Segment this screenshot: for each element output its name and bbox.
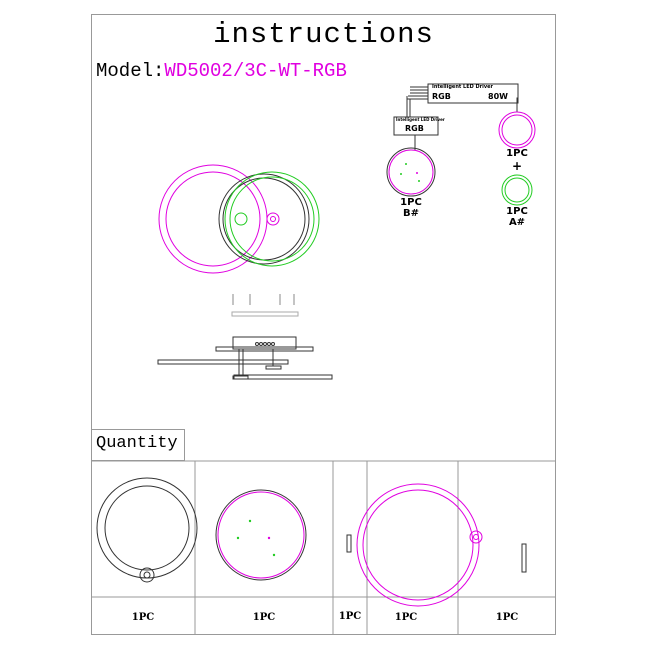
qty-count: 1PC — [394, 612, 418, 623]
quantity-label: Quantity — [91, 429, 185, 461]
main-driver-rgb: RGB — [432, 92, 451, 101]
model-label: Model: — [96, 60, 165, 82]
model-value: WD5002/3C-WT-RGB — [164, 60, 347, 82]
b-code: B# — [402, 208, 419, 219]
a-qty: 1PC — [506, 206, 528, 217]
document-frame — [91, 14, 556, 635]
qty-item-panel — [215, 489, 307, 581]
sub-driver-title: Intelligent LED Driver — [396, 117, 445, 122]
qty-item-rod — [521, 543, 527, 573]
plus-sign: + — [511, 159, 523, 173]
qty-item-ring-white — [96, 477, 198, 583]
qty-item-screw — [346, 534, 352, 553]
main-driver-watt: 80W — [488, 92, 508, 101]
model-line: Model:WD5002/3C-WT-RGB — [96, 60, 347, 82]
sub-driver-rgb: RGB — [405, 124, 424, 133]
qty-item-ring-rgb — [356, 483, 483, 607]
qty-count: 1PC — [252, 612, 276, 623]
wiring-diagram — [393, 83, 519, 150]
ring-a-top — [498, 111, 536, 149]
side-view-drawing — [157, 294, 333, 380]
ring-a — [501, 174, 533, 206]
quantity-table-lines — [91, 460, 556, 635]
qty-count: 1PC — [131, 612, 155, 623]
a-top-qty: 1PC — [506, 148, 528, 159]
a-code: A# — [508, 217, 526, 228]
qty-count: 1PC — [495, 612, 519, 623]
b-qty: 1PC — [400, 197, 422, 208]
page-title: instructions — [213, 18, 434, 51]
panel-b — [386, 147, 436, 197]
qty-count: 1PC — [338, 611, 362, 622]
top-view-drawing — [158, 164, 320, 274]
main-driver-title: Intelligent LED Driver — [432, 84, 493, 90]
